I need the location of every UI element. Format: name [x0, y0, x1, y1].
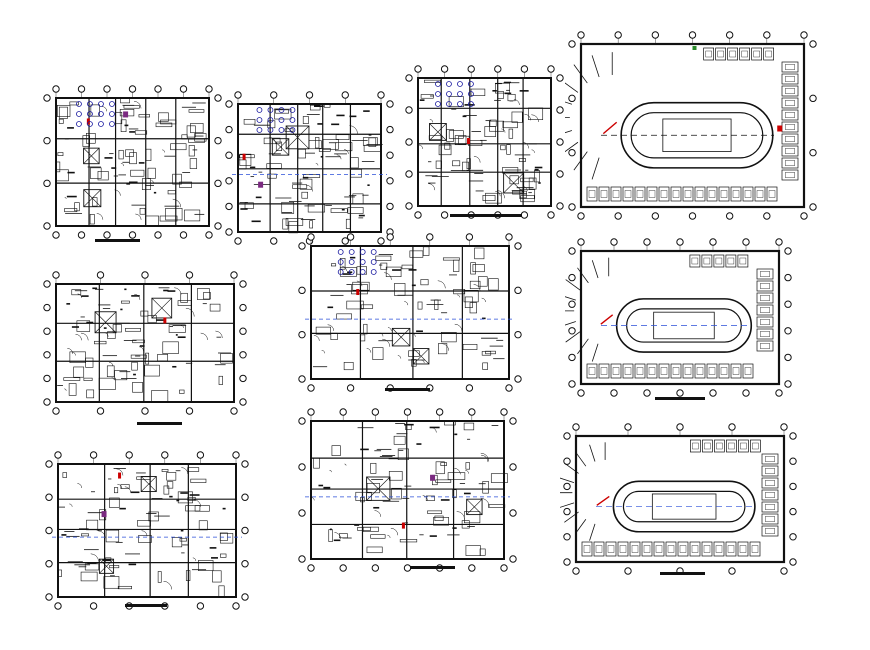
- title-bar-2: [450, 214, 522, 217]
- floor-plan-7: [295, 405, 520, 575]
- title-bar-5: [655, 397, 705, 400]
- floor-plan-6: [42, 448, 252, 613]
- floor-plan-1: [40, 82, 225, 242]
- floor-plan-5: [295, 230, 525, 395]
- title-bar-6: [125, 604, 167, 607]
- floor-plan-3: [402, 62, 567, 222]
- floor-plan-4: [40, 268, 250, 418]
- parking-plan-2: [565, 235, 795, 400]
- title-bar-8: [660, 572, 705, 575]
- title-bar-3: [137, 422, 182, 425]
- parking-plan-3: [560, 420, 800, 578]
- parking-plan-1: [565, 28, 820, 223]
- floor-plan-2: [222, 88, 397, 248]
- title-bar-4: [385, 388, 430, 391]
- title-bar-1: [95, 239, 140, 242]
- title-bar-7: [410, 566, 455, 569]
